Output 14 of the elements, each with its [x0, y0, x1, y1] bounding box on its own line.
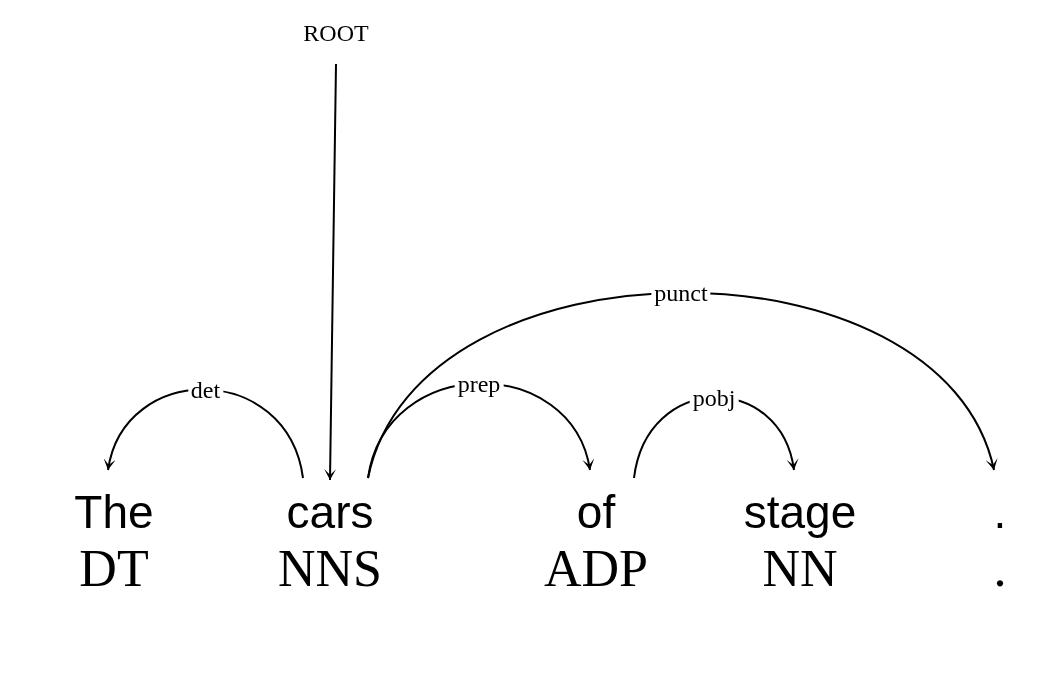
pos-tag: NNS: [278, 539, 382, 599]
pos-tag: ADP: [544, 539, 648, 599]
word-text: cars: [285, 485, 375, 539]
root-label: ROOT: [303, 18, 369, 48]
word-text: The: [74, 485, 154, 539]
pos-tag: .: [993, 539, 1007, 599]
arrow: [105, 388, 304, 479]
pos-tag: DT: [74, 539, 154, 599]
word-text: stage: [743, 485, 857, 539]
pos-tag: NN: [743, 539, 857, 599]
word-text: of: [575, 485, 617, 539]
arrow: [367, 291, 996, 479]
word-text: .: [993, 485, 1007, 539]
arrow: [324, 63, 337, 481]
